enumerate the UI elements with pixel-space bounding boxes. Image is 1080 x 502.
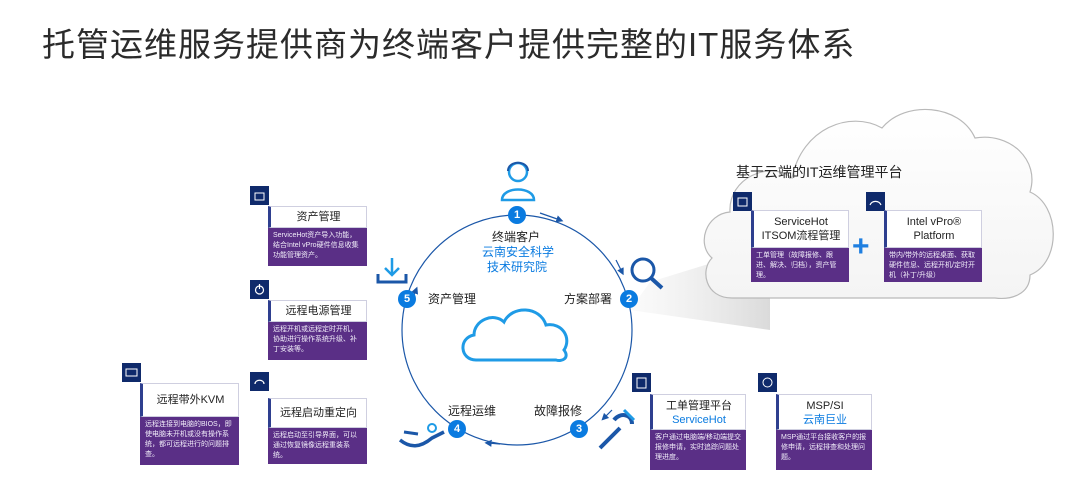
asset-card-desc: ServiceHot资产导入功能，结合Intel vPro硬件信息收集功能管理资… bbox=[268, 228, 367, 266]
step-badge-3: 3 bbox=[570, 420, 588, 438]
vpro-title-1: Intel vPro® bbox=[906, 216, 962, 228]
step-label-4: 远程运维 bbox=[448, 404, 497, 418]
kvm-icon bbox=[122, 363, 141, 382]
step-badge-5: 5 bbox=[398, 290, 416, 308]
asset-card-title: 资产管理 bbox=[268, 206, 367, 228]
step-badge-1: 1 bbox=[508, 206, 526, 224]
vpro-desc: 带内/带外的远程桌面、获取硬件信息、远程开机/定时开机（补丁/升级） bbox=[884, 248, 982, 282]
step-label-3: 故障报修 bbox=[534, 404, 583, 418]
hand-gear-icon bbox=[398, 423, 445, 448]
reboot-icon bbox=[250, 372, 269, 391]
reboot-card-title: 远程启动重定向 bbox=[268, 398, 367, 428]
magnifier-icon bbox=[630, 257, 664, 290]
asset-icon bbox=[250, 186, 269, 205]
ticket-card-header: 工单管理平台 ServiceHot bbox=[650, 394, 746, 430]
user-icon bbox=[500, 161, 536, 202]
servicehot-card-header: ServiceHot ITSOM流程管理 bbox=[751, 210, 849, 248]
msp-card-header: MSP/SI 云南巨业 bbox=[776, 394, 872, 430]
step-label-2: 方案部署 bbox=[564, 292, 613, 306]
kvm-card-desc: 远程连接到电脑的BIOS，即使电脑未开机或没有操作系统，都可远程进行的问题排查。 bbox=[140, 417, 239, 465]
servicehot-icon bbox=[733, 192, 752, 211]
kvm-card-title: 远程带外KVM bbox=[140, 383, 239, 417]
power-icon bbox=[250, 280, 269, 299]
msp-title-1: MSP/SI bbox=[806, 400, 844, 412]
servicehot-title-2: ITSOM流程管理 bbox=[761, 230, 841, 242]
ticket-icon bbox=[632, 373, 651, 392]
power-card-desc: 远程开机或远程定时开机，协助进行操作系统升级、补丁安装等。 bbox=[268, 322, 367, 360]
ticket-title-2: ServiceHot bbox=[672, 414, 726, 426]
vpro-card-header: Intel vPro® Platform bbox=[884, 210, 982, 248]
download-icon bbox=[376, 258, 408, 284]
vpro-title-2: Platform bbox=[913, 230, 955, 242]
servicehot-desc: 工单管理（故障报修、跟进、解决、归档），资产管理。 bbox=[751, 248, 849, 282]
step-badge-4: 4 bbox=[448, 420, 466, 438]
msp-title-2: 云南巨业 bbox=[803, 414, 847, 426]
platform-title: 基于云端的IT运维管理平台 bbox=[736, 164, 903, 180]
vpro-icon bbox=[866, 192, 885, 211]
page-title: 托管运维服务提供商为终端客户提供完整的IT服务体系 bbox=[42, 26, 856, 63]
customer-sub-1: 云南安全科学 bbox=[482, 245, 555, 259]
ticket-card-desc: 客户通过电脑端/移动端提交报修申请，实时追踪问题处理进度。 bbox=[650, 430, 746, 470]
step-badge-2: 2 bbox=[620, 290, 638, 308]
servicehot-title-1: ServiceHot bbox=[774, 216, 828, 228]
reboot-card-desc: 远程启动至引导界面，可以通过恢复镜像远程重装系统。 bbox=[268, 428, 367, 464]
wrench-icon bbox=[598, 408, 636, 450]
step-label-5: 资产管理 bbox=[428, 292, 477, 306]
center-cloud-icon bbox=[461, 308, 569, 362]
power-card-title: 远程电源管理 bbox=[268, 300, 367, 322]
customer-label: 终端客户 bbox=[492, 230, 541, 244]
customer-sub-2: 技术研究院 bbox=[487, 260, 548, 274]
msp-icon bbox=[758, 373, 777, 392]
ticket-title-1: 工单管理平台 bbox=[666, 400, 732, 412]
plus-icon: + bbox=[852, 230, 870, 263]
msp-card-desc: MSP通过平台接收客户的报修申请，远程排查和处理问题。 bbox=[776, 430, 872, 470]
